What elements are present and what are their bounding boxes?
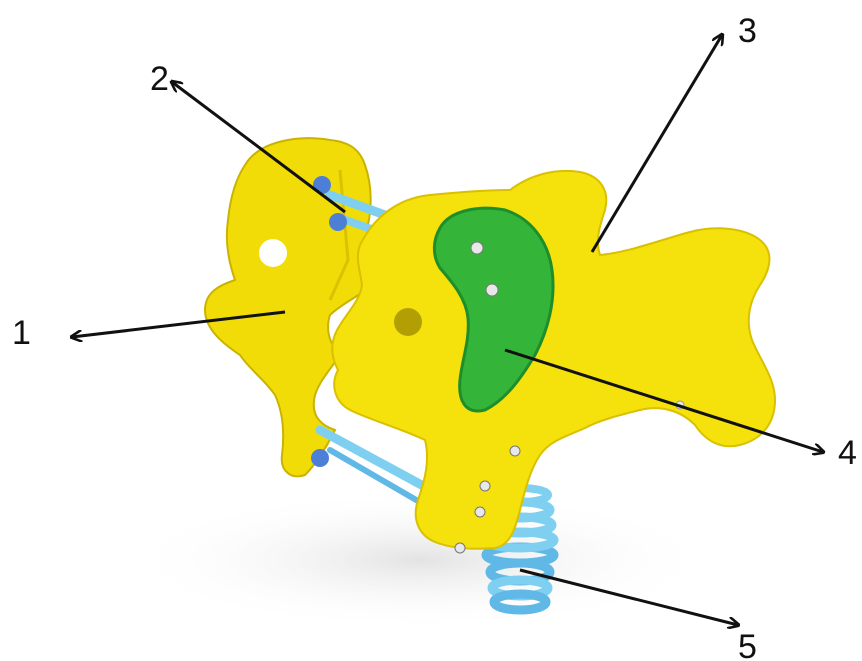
connecting-bars [311, 176, 445, 511]
front-dog-panel [331, 169, 777, 554]
ear-panel [432, 206, 555, 413]
callout-label-3: 3 [738, 12, 757, 50]
callout-label-2: 2 [150, 60, 169, 98]
callout-label-5: 5 [738, 628, 757, 661]
callout-label-4: 4 [838, 434, 857, 472]
arrow-3 [590, 35, 722, 253]
callout-label-1: 1 [12, 314, 31, 352]
callout-arrows [72, 35, 823, 625]
arrow-4 [504, 348, 823, 452]
arrow-1 [72, 310, 286, 337]
arrow-5 [519, 568, 738, 625]
ground-shadow [120, 490, 720, 630]
arrow-2 [172, 82, 346, 214]
